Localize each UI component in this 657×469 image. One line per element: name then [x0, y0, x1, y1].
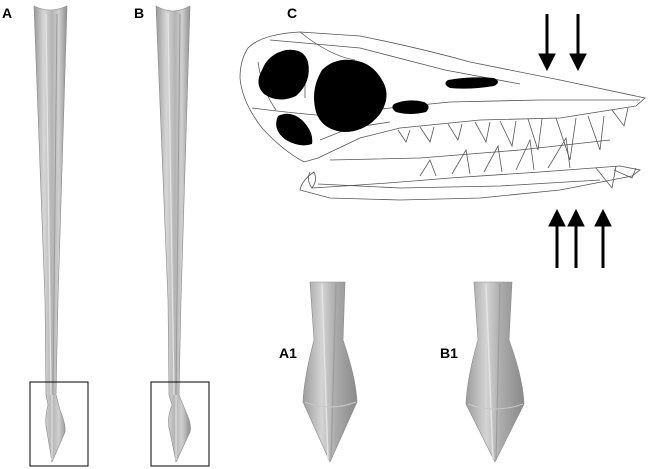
skull-fenestrae [258, 49, 498, 146]
force-arrows-upper [538, 14, 587, 72]
tooth-tip-b1 [465, 281, 525, 463]
panel-label-a1: A1 [279, 345, 297, 361]
tooth-model-a [33, 5, 68, 464]
panel-label-c: C [287, 5, 298, 21]
zoom-box-a [29, 381, 89, 467]
panel-label-b: B [134, 5, 145, 21]
tooth-model-b [155, 5, 191, 463]
force-arrows-lower [548, 208, 612, 268]
zoom-box-b [150, 381, 210, 467]
panel-label-b1: B1 [440, 345, 458, 361]
tooth-tip-a1 [302, 281, 358, 463]
panel-label-a: A [2, 5, 13, 21]
